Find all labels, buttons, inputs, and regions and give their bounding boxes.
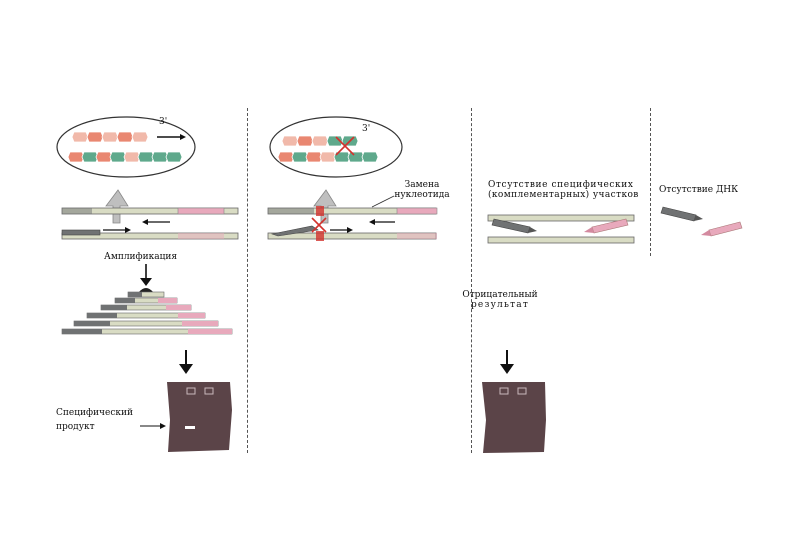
nucleotide-block: [165, 151, 183, 163]
nucleotide-block: [305, 151, 323, 163]
amplification-arrow: [139, 264, 153, 292]
free-primers-4: [660, 206, 743, 237]
dna-template-2: [267, 206, 438, 241]
substitution-line-1: Замена: [404, 180, 440, 190]
nucleotide-block: [71, 131, 89, 143]
nucleotide-row-bottom-2: [277, 151, 379, 163]
nucleotide-block: [86, 131, 104, 143]
nucleotide-block: [116, 131, 134, 143]
substitution-line-2: нуклеотида: [394, 190, 450, 200]
divider-3: [650, 108, 651, 256]
nucleotide-block: [347, 151, 365, 163]
magnifier-bubble-2: [269, 116, 403, 178]
nucleotide-block: [311, 135, 329, 147]
nucleotide-block: [281, 135, 299, 147]
specific-line-1: Специфический: [56, 408, 133, 418]
nucleotide-block: [137, 151, 155, 163]
absence-specific-label: Отсутствие специфических (комплементарны…: [488, 180, 639, 200]
dna-template-1: [61, 207, 239, 240]
gel-well: [186, 387, 196, 395]
primer-dark-1: [61, 229, 101, 236]
nucleotide-block: [326, 135, 344, 147]
substitution-label: Замена нуклеотида: [392, 180, 452, 200]
nucleotide-block: [101, 131, 119, 143]
nucleotide-block: [291, 151, 309, 163]
magnifier-bubble-1: [56, 116, 196, 178]
gel-positive: [167, 382, 232, 452]
nucleotide-block: [319, 151, 337, 163]
amplification-label: Амплификация: [104, 252, 178, 262]
gel-well: [204, 387, 214, 395]
gel-band: [185, 426, 195, 429]
nucleotide-block: [131, 131, 149, 143]
nucleotide-block: [109, 151, 127, 163]
primer-pink-1: [177, 207, 225, 215]
dna-template-3: [487, 214, 635, 244]
divider-1: [247, 108, 248, 453]
pointer-arrow-1: [105, 189, 129, 224]
specific-product-label: Специфический продукт: [56, 408, 133, 432]
gel-well: [517, 387, 527, 395]
absence-specific-line-2: (комплементарных) участков: [488, 190, 639, 200]
nucleotide-block: [361, 151, 379, 163]
nucleotide-block: [123, 151, 141, 163]
gel-well: [499, 387, 509, 395]
nucleotide-block: [67, 151, 85, 163]
nucleotide-row-bottom-1: [67, 151, 183, 163]
three-prime-label-1: 3': [159, 117, 168, 127]
nucleotide-row-top-1: [71, 131, 149, 143]
nucleotide-block: [151, 151, 169, 163]
substitution-pointer: [371, 195, 395, 208]
nucleotide-block: [81, 151, 99, 163]
absence-specific-line-1: Отсутствие специфических: [488, 180, 634, 190]
three-prime-label-2: 3': [362, 124, 371, 134]
amplification-pyramid: [61, 291, 233, 335]
nucleotide-block: [277, 151, 295, 163]
nucleotide-block: [296, 135, 314, 147]
negative-result-label: Отрицательный результат: [455, 290, 545, 310]
specific-line-2: продукт: [56, 422, 95, 432]
down-arrow-gel-2: [500, 350, 514, 374]
absence-dna-label: Отсутствие ДНК: [659, 185, 739, 195]
negative-line-2: результат: [470, 300, 530, 310]
gel-negative: [482, 382, 546, 453]
divider-2: [471, 108, 472, 453]
nucleotide-block: [333, 151, 351, 163]
nucleotide-block: [95, 151, 113, 163]
down-arrow-gel-1: [179, 350, 193, 374]
negative-line-1: Отрицательный: [462, 290, 538, 300]
